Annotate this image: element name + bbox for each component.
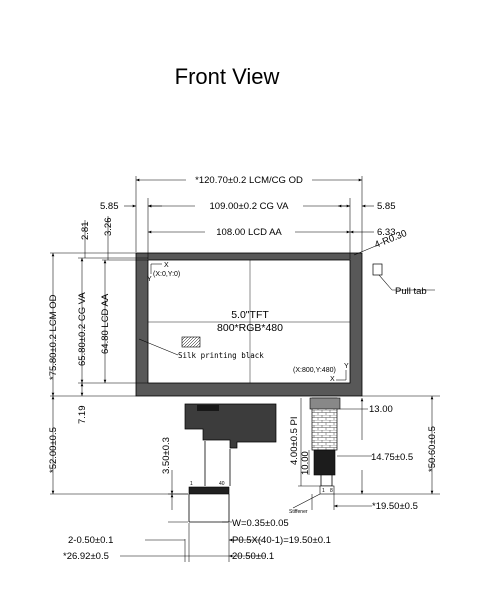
dim-1475: 14.75±0.5 [371,452,413,463]
panel-size-label: 5.0"TFT [231,309,269,321]
pull-tab [372,263,383,276]
fpc-pin8-label: 8 [330,488,333,494]
fpc-assembly: 1 40 [184,403,277,523]
right-dimensions: 13.00 14.75±0.5 *50.60±0.5 *19.50±0.5 4.… [289,395,440,512]
page-title: Front View [175,64,280,89]
origin-axis-x: X [164,262,169,269]
end-label: (X:800,Y:480) [293,367,336,374]
fpc-pin1-label: 1 [322,488,325,494]
bottom-border-dim: 7.19 [77,406,88,425]
bottom-dimensions: W=0.35±0.05 P0.5X(40-1)=19.50±0.1 2-0.50… [63,518,331,562]
pin1-label: 1 [190,481,193,487]
pin-pitch-dim: P0.5X(40-1)=19.50±0.1 [232,535,331,546]
silk-printing-label: Silk printing black [178,351,264,360]
dim-5060: *50.60±0.5 [427,426,438,472]
stiffener-label: Stiffener [289,509,308,515]
end-axis-x: X [330,376,335,383]
pull-tab-label: Pull tab [395,286,427,297]
pin-offset-dim: 2-0.50±0.1 [68,535,113,546]
fpc-width-dim: 20.50±0.1 [232,551,274,562]
origin-label: (X:0,Y:0) [153,271,180,278]
origin-axis-y: Y [147,276,152,283]
lcd-aa-width: 108.00 LCD AA [216,227,282,238]
pin-width-dim: W=0.35±0.05 [232,518,289,529]
panel-resolution-label: 800*RGB*480 [217,322,283,334]
top-dimensions: *120.70±0.2 LCM/CG OD 5.85 109.00±0.2 CG… [100,175,396,259]
pi-height-dim: 4.00±0.5 PI [289,416,300,465]
right-border-dim: 5.85 [377,201,396,212]
lcm-od-height: *75.80±0.2 LCM OD [48,294,59,380]
coordinate-axes: X Y (X:0,Y:0) Y X (X:800,Y:480) [147,262,349,383]
left-border-dim: 5.85 [100,201,119,212]
silk-printing-mark [181,336,201,348]
lcd-aa-height: 64.80 LCD AA [100,293,111,354]
fpc-total-height: *52.00±0.5 [48,427,59,473]
dim-13: 13.00 [369,404,393,415]
left-dimensions: 2.81 3.26 *75.80±0.2 LCM OD 65.80±0.2 CG… [48,216,188,523]
lcd-active-area [147,259,351,384]
fpc-tail-height: 3.50±0.3 [161,437,172,474]
top-offset-2: 3.26 [103,218,114,237]
cg-va-width: 109.00±0.2 CG VA [210,201,290,212]
lcm-module: Pull tab 4-R0.30 [135,228,435,397]
dim-1950: *19.50±0.5 [372,501,418,512]
fpc-pin-row [188,486,230,495]
right-aa-offset: 6.33 [377,227,396,238]
cg-va-height: 65.80±0.2 CG VA [77,292,88,366]
end-axis-y: Y [344,363,349,370]
fpc-stiffener-body [184,403,277,449]
lcm-od-width: *120.70±0.2 LCM/CG OD [195,175,303,186]
fpc-offset-dim: *26.92±0.5 [63,551,109,562]
stiffener-height-dim: 10.00 [300,451,311,475]
backlight-fpc: 1 8 Stiffener [289,397,341,515]
top-offset-1: 2.81 [80,222,91,241]
pin40-label: 40 [219,481,225,487]
